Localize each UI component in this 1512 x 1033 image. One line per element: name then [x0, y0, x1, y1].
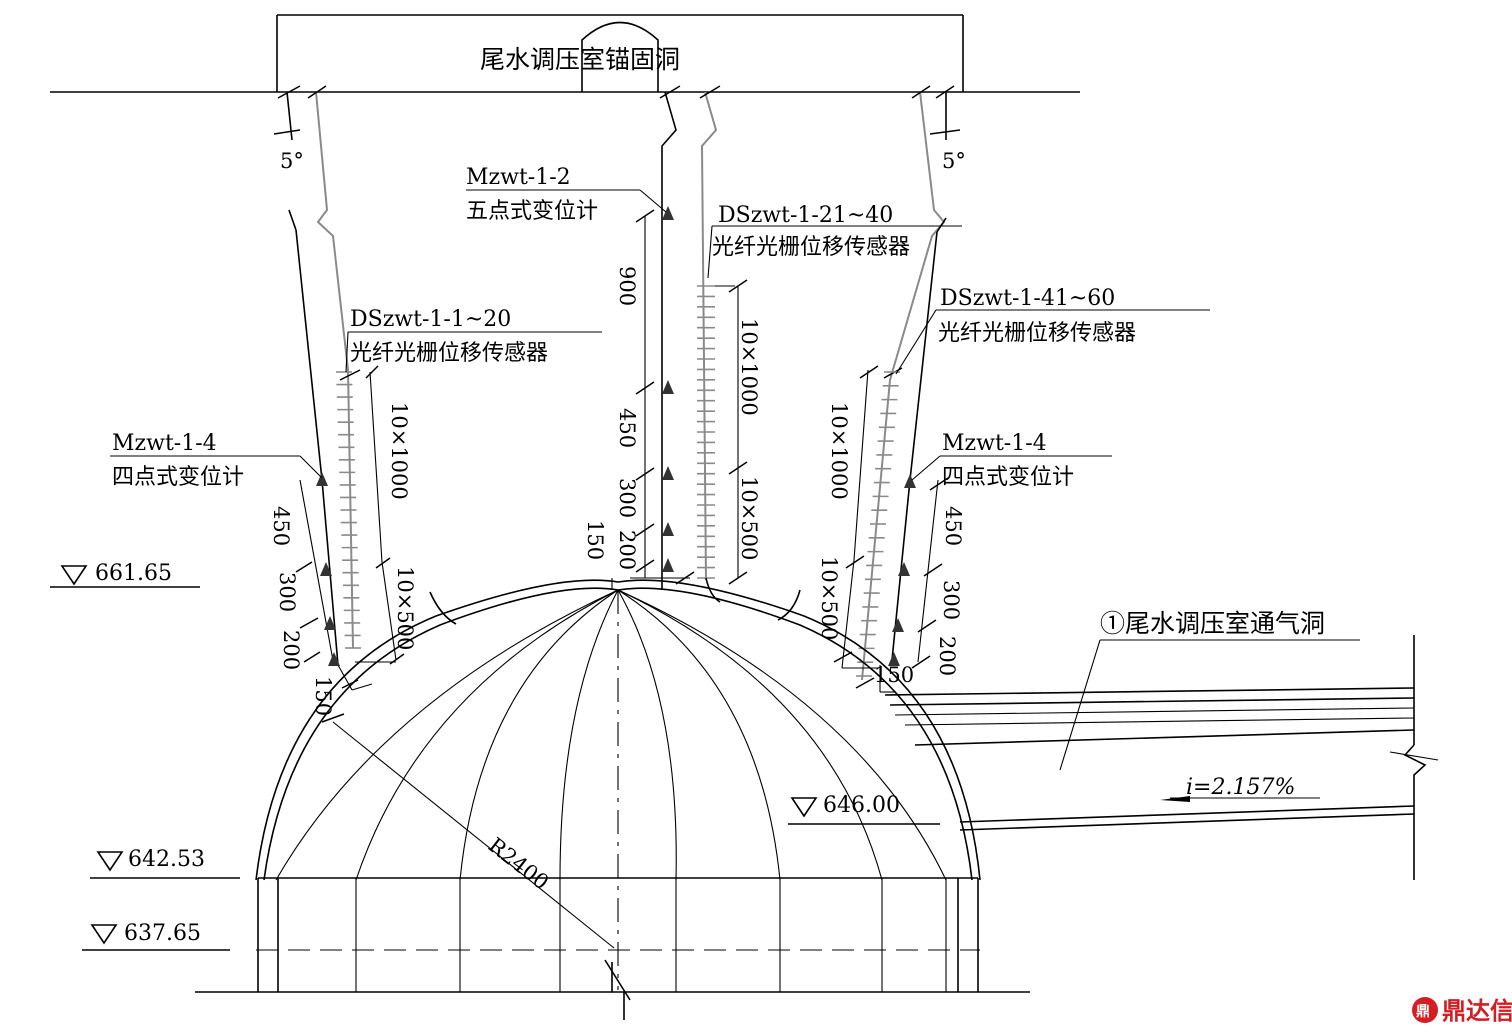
center-dim-450: 450 — [615, 408, 639, 448]
elevation-661-label: 661.65 — [95, 561, 172, 586]
left-sensor-ticks — [336, 371, 361, 649]
left-ext-type: 四点式变位计 — [112, 465, 244, 490]
dome-vault: R2400 — [255, 577, 981, 990]
center-dimension-lines — [611, 209, 748, 590]
anchor-tunnel-label: 尾水调压室锚固洞 — [480, 45, 680, 74]
center-boreholes — [659, 85, 735, 590]
left-dim-150: 150 — [311, 676, 335, 716]
center-ext-id: Mzwt-1-2 — [466, 165, 571, 190]
left-dim-10x500: 10×500 — [393, 566, 417, 650]
left-dim-450: 450 — [269, 506, 293, 546]
vent-tunnel: ①尾水调压室通气洞 i=2.157% — [884, 609, 1439, 880]
vent-tunnel-label: ①尾水调压室通气洞 — [1100, 609, 1325, 638]
left-sensor-type: 光纤光栅位移传感器 — [350, 341, 548, 366]
center-dimension-labels: 900 450 300 200 150 10×1000 10×500 — [583, 266, 761, 570]
left-extensometer-label: Mzwt-1-4 四点式变位计 — [110, 431, 323, 490]
right-dimension-labels: 10×1000 10×500 450 300 200 150 — [817, 402, 965, 687]
elevation-646-label: 646.00 — [823, 793, 900, 818]
left-extensometer-points — [316, 472, 340, 666]
right-dim-200: 200 — [935, 636, 959, 676]
center-dim-10x500: 10×500 — [737, 476, 761, 560]
walls-and-floor — [82, 877, 1030, 1020]
center-sensor-type: 光纤光栅位移传感器 — [712, 235, 910, 260]
center-ext-type: 五点式变位计 — [466, 199, 598, 224]
right-sensor-ticks — [856, 371, 900, 677]
left-dim-10x1000: 10×1000 — [387, 402, 411, 500]
center-sensor-label: DSzwt-1-21~40 光纤光栅位移传感器 — [707, 203, 962, 279]
radius-label: R2400 — [484, 833, 553, 895]
left-sensor-id: DSzwt-1-1~20 — [350, 307, 511, 332]
center-sensor-id: DSzwt-1-21~40 — [718, 203, 893, 228]
svg-text:鼎: 鼎 — [1416, 1003, 1430, 1020]
right-sensor-id: DSzwt-1-41~60 — [940, 286, 1115, 311]
slope-label: i=2.157% — [1186, 775, 1295, 800]
center-extensometer-label: Mzwt-1-2 五点式变位计 — [466, 165, 667, 224]
left-dimension-labels: 10×1000 10×500 450 300 200 150 — [269, 402, 417, 716]
right-extensometer-points — [888, 474, 916, 666]
watermark-logo: 鼎 鼎达信 — [1412, 997, 1512, 1025]
center-dim-200: 200 — [615, 530, 639, 570]
center-dim-150: 150 — [583, 520, 607, 560]
right-sensor-type: 光纤光栅位移传感器 — [938, 321, 1136, 346]
right-dim-450: 450 — [941, 506, 965, 546]
left-dim-200: 200 — [279, 630, 303, 670]
right-sensor-label: DSzwt-1-41~60 光纤光栅位移传感器 — [895, 286, 1210, 375]
right-extensometer-label: Mzwt-1-4 四点式变位计 — [911, 431, 1112, 490]
center-dim-10x1000: 10×1000 — [737, 318, 761, 416]
center-extensometer-points — [662, 206, 674, 572]
angle-right-label: 5° — [942, 149, 966, 173]
right-dim-10x1000: 10×1000 — [827, 402, 851, 500]
elevation-marker-661: 661.65 — [50, 561, 200, 588]
angle-left-label: 5° — [280, 149, 304, 173]
center-dim-900: 900 — [615, 266, 639, 306]
center-dim-300: 300 — [615, 478, 639, 518]
elevation-marker-642: 642.53 — [96, 847, 205, 872]
center-sensor-ticks — [697, 285, 715, 579]
right-dim-300: 300 — [939, 580, 963, 620]
left-boreholes: 5° — [273, 85, 361, 666]
right-dim-150: 150 — [874, 663, 914, 687]
right-ext-type: 四点式变位计 — [942, 465, 1074, 490]
left-sensor-label: DSzwt-1-1~20 光纤光栅位移传感器 — [345, 307, 602, 373]
watermark-text: 鼎达信 — [1442, 997, 1512, 1025]
elevation-637-label: 637.65 — [124, 921, 201, 946]
elevation-642-label: 642.53 — [128, 847, 205, 872]
right-dimension-lines — [833, 365, 949, 693]
right-dim-10x500: 10×500 — [817, 556, 841, 640]
left-ext-id: Mzwt-1-4 — [112, 431, 217, 456]
elevation-marker-637: 637.65 — [90, 921, 201, 946]
right-boreholes: 5° — [861, 85, 966, 681]
right-ext-id: Mzwt-1-4 — [942, 431, 1047, 456]
left-dim-300: 300 — [275, 572, 299, 612]
elevation-marker-646: 646.00 — [788, 793, 940, 825]
anchor-tunnel: 尾水调压室锚固洞 — [50, 14, 1080, 93]
